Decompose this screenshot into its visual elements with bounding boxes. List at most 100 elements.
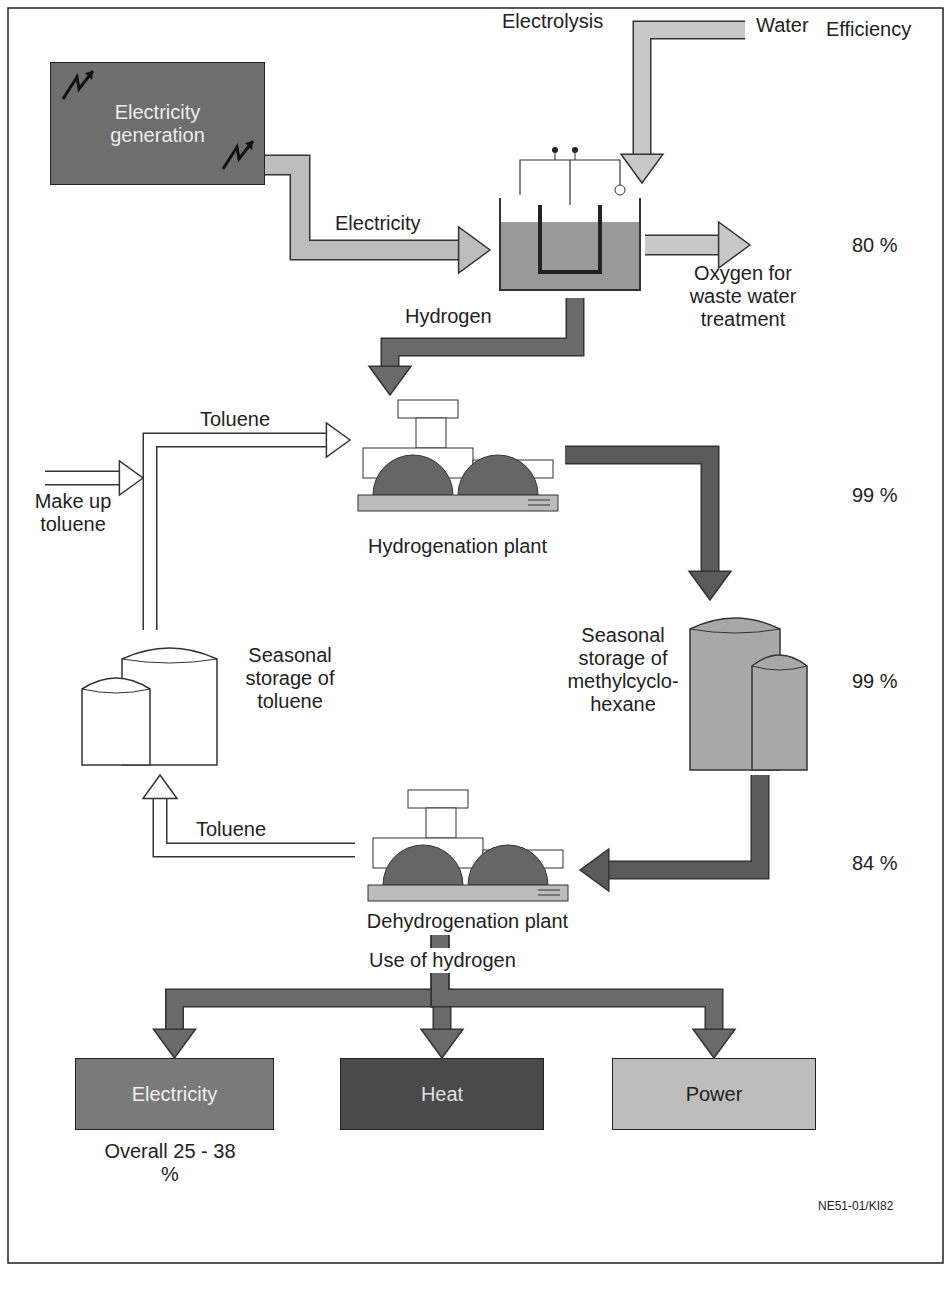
flow-label: Toluene (196, 818, 266, 841)
flow-label: Oxygen for waste water treatment (668, 262, 818, 331)
tank-rim (82, 689, 150, 693)
flow-pipe (369, 298, 575, 395)
flow-label: Hydrogen (405, 305, 492, 328)
hydrogenation-plant: Hydrogenation plant (350, 395, 565, 560)
wire (555, 150, 556, 160)
reactor-dome (468, 845, 548, 885)
pipe-fill (565, 455, 710, 571)
flow-pipe (150, 423, 350, 630)
figure-frame (8, 8, 943, 1263)
machine-column (416, 418, 446, 448)
hydrogenation-machine (358, 400, 558, 511)
arrow-head (621, 154, 663, 183)
electrolyte (500, 222, 640, 290)
lightning-tip (245, 141, 253, 150)
electricity-box: Electricity (75, 1058, 274, 1130)
generation-box: Electricity generation (50, 62, 265, 185)
pipe-fill (265, 165, 459, 250)
arrow-head (459, 227, 490, 273)
machine-top (408, 790, 468, 808)
pipe-fill (642, 30, 745, 154)
flow-arrows (45, 30, 750, 495)
tank-rim (752, 666, 807, 670)
node-label: Electricity generation (83, 101, 233, 147)
efficiency-value: 80 % (852, 234, 932, 257)
power-box: Power (612, 1058, 816, 1130)
column-heading: Efficiency (826, 18, 946, 41)
flow-pipe (143, 775, 355, 850)
node-label: Seasonal storage of methylcyclo- hexane (559, 624, 687, 716)
efficiency-value: 99 % (852, 484, 932, 507)
lightning-symbols (51, 63, 263, 183)
lightning-tip (85, 71, 93, 80)
machine-base (368, 885, 568, 901)
pipe-outline (645, 235, 719, 256)
dehydrogenation-plant: Dehydrogenation plant (355, 800, 580, 935)
node-label: Heat (350, 1083, 534, 1106)
toluene-storage: Seasonal storage of toluene (70, 630, 355, 775)
flow-pipe (565, 455, 731, 600)
cell-wall (500, 198, 640, 290)
pipe-outline (642, 30, 745, 154)
overall-efficiency: Overall 25 - 38 % (100, 1140, 240, 1186)
machine-detail (538, 890, 560, 891)
arrow-head (154, 1029, 196, 1058)
reactor-dome (458, 455, 538, 495)
flow-label: Electricity (335, 212, 421, 235)
oxygen-arrow (645, 222, 750, 268)
pipe-fill (390, 298, 575, 366)
mch-storage: Seasonal storage of methylcyclo- hexane (555, 600, 810, 775)
node-label: Electricity (85, 1083, 264, 1106)
flow-label: Water (756, 14, 836, 37)
pipe-fill (160, 799, 355, 850)
arrow-head (719, 222, 750, 268)
efficiency-value: 99 % (852, 670, 932, 693)
flow-pipe (265, 165, 490, 273)
flow-label: Make up toluene (18, 490, 128, 536)
arrow-head (580, 849, 609, 891)
arrow-head (143, 775, 177, 799)
pipe-fill (609, 775, 760, 870)
dehydrogenation-machine (368, 790, 568, 901)
pipe-fill (645, 236, 719, 254)
lightning-bolt (223, 141, 253, 169)
flow-pipe (580, 775, 760, 891)
machine-detail (528, 505, 550, 506)
machine-detail (528, 500, 550, 501)
electrode (540, 205, 600, 272)
flow-label: Use of hydrogen (365, 948, 520, 973)
arrow-head (693, 1029, 735, 1058)
node-label: Hydrogenation plant (350, 535, 565, 558)
lightning-bolt (63, 71, 93, 99)
pipe-outline (150, 440, 326, 630)
tank-rim (122, 659, 217, 663)
arrow-head (326, 423, 350, 457)
node-label: Electrolysis (502, 10, 622, 33)
pipe-outline (45, 471, 119, 486)
arrow-head (689, 571, 731, 600)
machine-top (398, 400, 458, 418)
pipe-outline (609, 775, 760, 870)
machine-detail (538, 895, 560, 896)
machine-column (426, 808, 456, 838)
valve (615, 185, 625, 195)
storage-tank (752, 655, 807, 770)
reactor-dome (383, 845, 463, 885)
wire (569, 160, 570, 205)
electrolysis-unit: Electrolysis (490, 6, 650, 298)
efficiency-value: 84 % (852, 852, 932, 875)
figure-code: NE51-01/KI82 (818, 1200, 938, 1214)
pipe-fill (45, 472, 119, 484)
pipe-fill (150, 440, 326, 630)
node-label: Power (622, 1083, 806, 1106)
node-label: Seasonal storage of toluene (230, 644, 350, 713)
tank-farm (82, 618, 807, 770)
tank-rim (690, 629, 780, 633)
makeup-arrow (45, 461, 143, 495)
machine-base (358, 495, 558, 511)
reactor-dome (373, 455, 453, 495)
pipe-outline (160, 799, 355, 850)
water-arrow (621, 30, 745, 183)
node-label: Dehydrogenation plant (355, 910, 580, 933)
